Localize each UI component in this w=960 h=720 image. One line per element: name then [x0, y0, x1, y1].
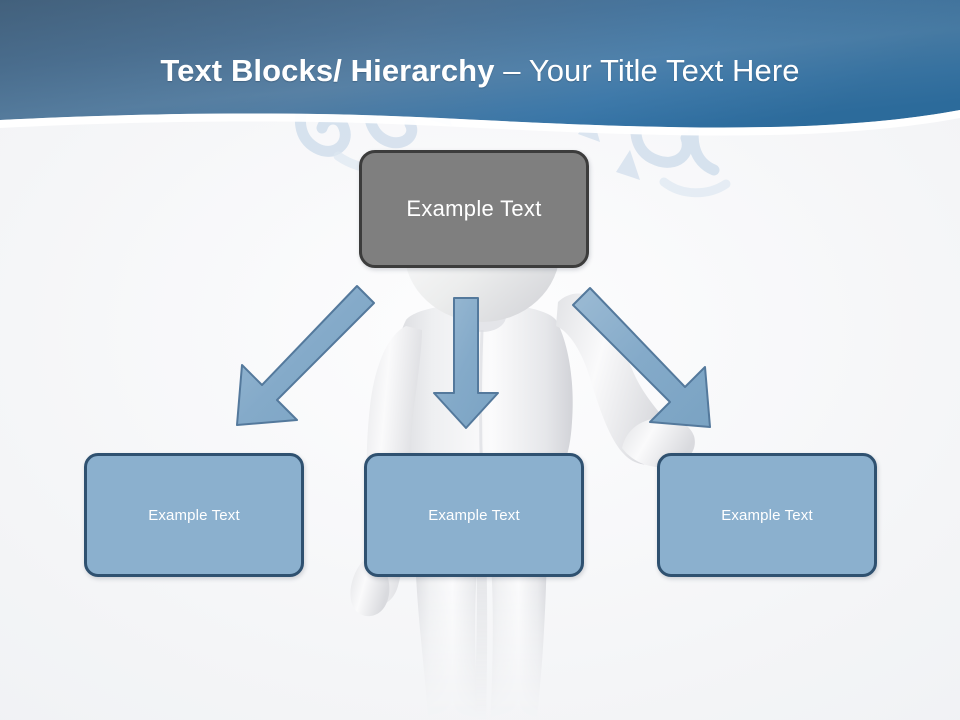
- page-title-light: – Your Title Text Here: [503, 53, 800, 88]
- page-title: Text Blocks/ Hierarchy – Your Title Text…: [0, 51, 960, 91]
- hierarchy-child-label-2: Example Text: [428, 506, 520, 524]
- page-title-strong: Text Blocks/ Hierarchy: [160, 53, 504, 88]
- hierarchy-child-label-1: Example Text: [148, 506, 240, 524]
- hierarchy-root-label: Example Text: [406, 196, 542, 221]
- hierarchy-child-box-3[interactable]: Example Text: [657, 453, 877, 577]
- hierarchy-child-box-2[interactable]: Example Text: [364, 453, 584, 577]
- hierarchy-root-box[interactable]: Example Text: [359, 150, 589, 268]
- hierarchy-child-label-3: Example Text: [721, 506, 813, 524]
- hierarchy-child-box-1[interactable]: Example Text: [84, 453, 304, 577]
